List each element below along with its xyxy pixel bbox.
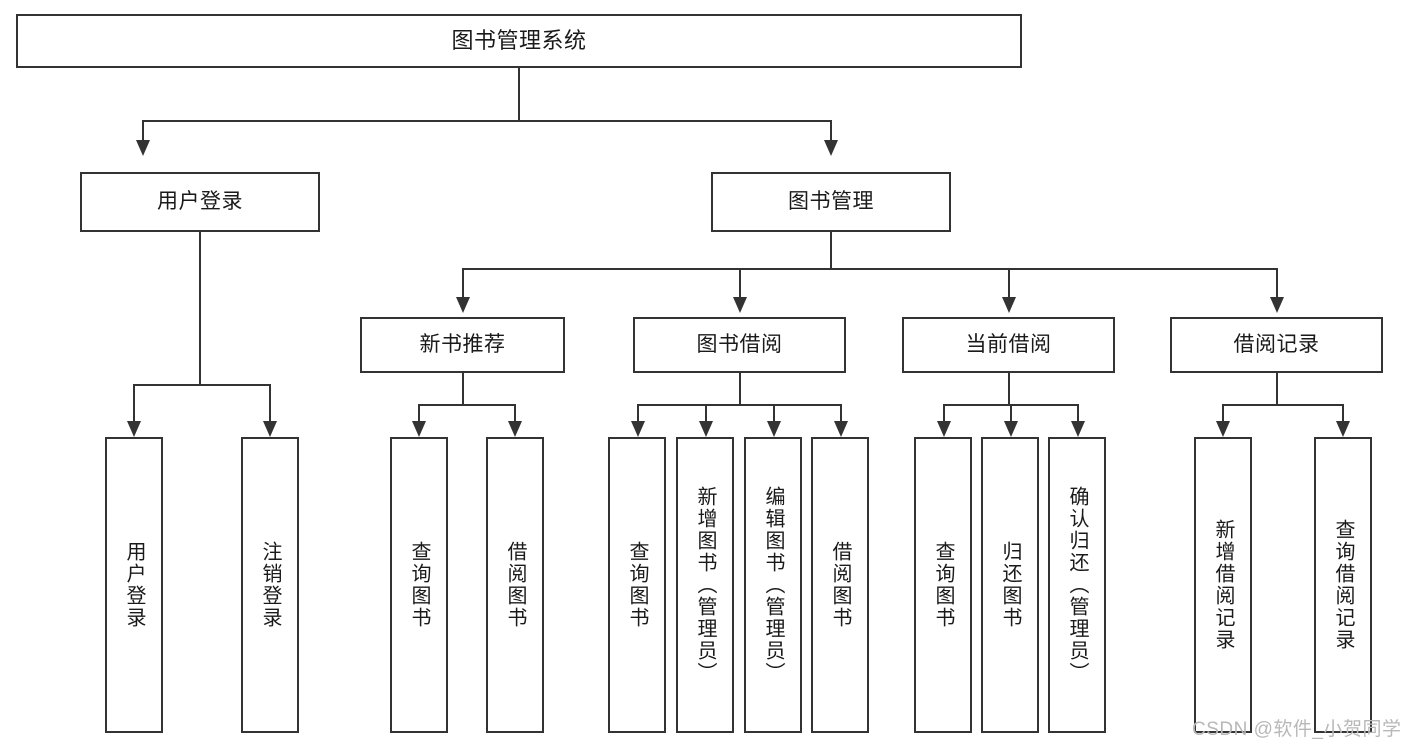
connector-borrow-record-stem bbox=[1276, 373, 1278, 406]
connector-book-borrow-drop-1 bbox=[637, 404, 639, 421]
node-root-book-management-system[interactable]: 图书管理系统 bbox=[16, 14, 1022, 68]
node-label: 当前借阅 bbox=[965, 332, 1052, 356]
leaf-confirm-return-admin[interactable]: 确认归还（管理员） bbox=[1048, 437, 1106, 733]
leaf-return-book[interactable]: 归还图书 bbox=[981, 437, 1039, 733]
leaf-query-book-borrow[interactable]: 查询图书 bbox=[608, 437, 666, 733]
node-label: 归还图书 bbox=[999, 541, 1021, 629]
connector-user-login-drop-1 bbox=[133, 384, 135, 421]
arrow-to-leaf-add-book bbox=[699, 421, 713, 437]
connector-book-borrow-drop-4 bbox=[840, 404, 842, 421]
node-label: 图书借阅 bbox=[696, 332, 783, 356]
connector-borrow-record-drop-2 bbox=[1342, 404, 1344, 421]
node-label: 注销登录 bbox=[259, 541, 281, 629]
connector-borrow-record-bus bbox=[1222, 404, 1342, 406]
connector-borrow-record-drop-1 bbox=[1222, 404, 1224, 421]
connector-level3-drop-3 bbox=[1008, 268, 1010, 297]
arrow-to-leaf-add-record bbox=[1216, 421, 1230, 437]
connector-root-bus bbox=[142, 120, 832, 122]
connector-current-borrow-stem bbox=[1008, 373, 1010, 406]
arrow-to-borrow-record bbox=[1270, 297, 1284, 313]
leaf-add-book-admin[interactable]: 新增图书（管理员） bbox=[676, 437, 734, 733]
node-current-borrow[interactable]: 当前借阅 bbox=[902, 317, 1115, 373]
leaf-logout-login[interactable]: 注销登录 bbox=[241, 437, 299, 733]
connector-root-stem bbox=[518, 68, 520, 122]
node-label: 确认归还（管理员） bbox=[1066, 486, 1088, 684]
node-label: 借阅图书 bbox=[829, 541, 851, 629]
node-borrow-record[interactable]: 借阅记录 bbox=[1170, 317, 1383, 373]
node-label: 新增图书（管理员） bbox=[694, 486, 716, 684]
arrow-to-leaf-query-book-2 bbox=[631, 421, 645, 437]
arrow-to-leaf-edit-book bbox=[767, 421, 781, 437]
connector-user-login-stem bbox=[199, 232, 201, 386]
connector-level3-drop-2 bbox=[739, 268, 741, 297]
connector-user-login-bus bbox=[133, 384, 271, 386]
connector-new-book-rec-bus bbox=[418, 404, 514, 406]
leaf-user-login[interactable]: 用户登录 bbox=[105, 437, 163, 733]
arrow-to-current-borrow bbox=[1002, 297, 1016, 313]
node-label: 借阅图书 bbox=[504, 541, 526, 629]
leaf-edit-book-admin[interactable]: 编辑图书（管理员） bbox=[744, 437, 802, 733]
node-label: 借阅记录 bbox=[1233, 332, 1320, 356]
leaf-query-book-new-rec[interactable]: 查询图书 bbox=[390, 437, 448, 733]
arrow-to-leaf-query-record bbox=[1336, 421, 1350, 437]
node-label: 查询图书 bbox=[408, 541, 430, 629]
leaf-borrow-book-new-rec[interactable]: 借阅图书 bbox=[486, 437, 544, 733]
node-label: 查询借阅记录 bbox=[1332, 519, 1354, 651]
connector-level3-bus bbox=[462, 268, 1278, 270]
connector-level3-drop-4 bbox=[1276, 268, 1278, 297]
connector-book-borrow-drop-2 bbox=[705, 404, 707, 421]
node-book-management[interactable]: 图书管理 bbox=[711, 172, 951, 232]
connector-new-book-rec-drop-1 bbox=[418, 404, 420, 421]
arrow-to-book-borrow bbox=[733, 297, 747, 313]
connector-level3-drop-1 bbox=[462, 268, 464, 297]
arrow-to-leaf-query-book-3 bbox=[937, 421, 951, 437]
connector-book-borrow-bus bbox=[637, 404, 842, 406]
arrow-to-user-login bbox=[136, 140, 150, 156]
arrow-to-leaf-confirm-return bbox=[1071, 421, 1085, 437]
connector-root-drop-right bbox=[830, 120, 832, 140]
arrow-to-new-book-rec bbox=[456, 297, 470, 313]
csdn-watermark: CSDN @软件_小贺同学 bbox=[1192, 719, 1402, 740]
leaf-borrow-book-borrow[interactable]: 借阅图书 bbox=[811, 437, 869, 733]
connector-book-manage-stem bbox=[830, 232, 832, 270]
leaf-add-borrow-record[interactable]: 新增借阅记录 bbox=[1194, 437, 1252, 733]
node-label: 新增借阅记录 bbox=[1212, 519, 1234, 651]
arrow-to-leaf-logout bbox=[263, 421, 277, 437]
node-label: 用户登录 bbox=[123, 541, 145, 629]
node-label: 编辑图书（管理员） bbox=[762, 486, 784, 684]
arrow-to-leaf-user-login bbox=[127, 421, 141, 437]
node-label: 查询图书 bbox=[626, 541, 648, 629]
arrow-to-book-manage bbox=[824, 140, 838, 156]
connector-current-borrow-drop-1 bbox=[943, 404, 945, 421]
node-label: 图书管理 bbox=[788, 189, 874, 213]
connector-root-drop-left bbox=[142, 120, 144, 140]
arrow-to-leaf-query-book-1 bbox=[412, 421, 426, 437]
connector-current-borrow-drop-3 bbox=[1077, 404, 1079, 421]
connector-new-book-rec-stem bbox=[462, 373, 464, 406]
leaf-query-borrow-record[interactable]: 查询借阅记录 bbox=[1314, 437, 1372, 733]
connector-new-book-rec-drop-2 bbox=[514, 404, 516, 421]
connector-current-borrow-drop-2 bbox=[1010, 404, 1012, 421]
node-label: 用户登录 bbox=[157, 189, 243, 213]
connector-book-borrow-drop-3 bbox=[773, 404, 775, 421]
arrow-to-leaf-borrow-book-1 bbox=[508, 421, 522, 437]
connector-user-login-drop-2 bbox=[269, 384, 271, 421]
leaf-query-book-current[interactable]: 查询图书 bbox=[914, 437, 972, 733]
node-new-book-recommend[interactable]: 新书推荐 bbox=[360, 317, 565, 373]
node-label: 查询图书 bbox=[932, 541, 954, 629]
connector-book-borrow-stem bbox=[739, 373, 741, 406]
arrow-to-leaf-return-book bbox=[1004, 421, 1018, 437]
node-book-borrow[interactable]: 图书借阅 bbox=[633, 317, 846, 373]
node-label: 图书管理系统 bbox=[451, 28, 587, 54]
node-label: 新书推荐 bbox=[419, 332, 506, 356]
node-user-login[interactable]: 用户登录 bbox=[80, 172, 320, 232]
arrow-to-leaf-borrow-book-2 bbox=[834, 421, 848, 437]
